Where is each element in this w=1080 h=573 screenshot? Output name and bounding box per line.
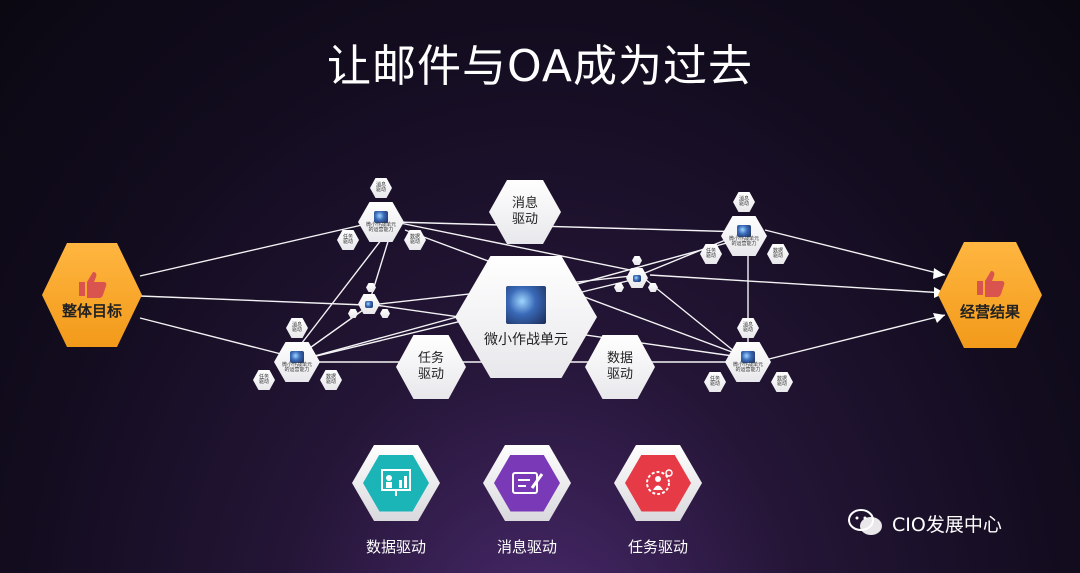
satellite-message: 消息 驱动 bbox=[370, 178, 392, 198]
unit-top-right: 微小作战单元 的运营能力 bbox=[721, 216, 767, 256]
satellite-mini-left bbox=[348, 309, 358, 318]
network-globe-icon bbox=[290, 350, 304, 363]
satellite-task: 任务 驱动 bbox=[700, 244, 722, 264]
network-globe-icon bbox=[737, 224, 751, 237]
network-globe-icon bbox=[506, 285, 546, 324]
message-edit-icon bbox=[512, 472, 544, 494]
satellite-message: 消息 驱动 bbox=[737, 318, 759, 338]
network-globe-icon bbox=[374, 210, 388, 223]
legend-task-drive-hex bbox=[614, 445, 702, 521]
thumbs-up-icon bbox=[79, 271, 107, 298]
message-drive-node: 消息 驱动 bbox=[489, 180, 561, 244]
legend-message-drive-label: 消息驱动 bbox=[496, 538, 557, 556]
satellite-message: 消息 驱动 bbox=[733, 192, 755, 212]
satellite-mini-top bbox=[632, 256, 642, 265]
page-title: 让邮件与OA成为过去 bbox=[327, 41, 753, 92]
watermark: CIO发展中心 bbox=[846, 508, 1002, 538]
satellite-data: 数据 驱动 bbox=[320, 370, 342, 390]
satellite-task: 任务 驱动 bbox=[704, 372, 726, 392]
satellite-mini-left bbox=[614, 283, 624, 292]
satellite-mini-right bbox=[648, 283, 658, 292]
satellite-mini-right bbox=[380, 309, 390, 318]
network-globe-icon bbox=[365, 300, 373, 308]
satellite-mini-top bbox=[366, 283, 376, 292]
data-drive-node: 数据 驱动 bbox=[585, 335, 655, 399]
watermark-text: CIO发展中心 bbox=[892, 513, 1002, 536]
satellite-task: 任务 驱动 bbox=[337, 230, 359, 250]
end-node-label: 经营结果 bbox=[959, 302, 1020, 321]
legend-task-drive-label: 任务驱动 bbox=[627, 538, 688, 556]
network-globe-icon bbox=[633, 274, 641, 282]
gear-person-icon bbox=[646, 469, 673, 495]
start-node-label: 整体目标 bbox=[61, 301, 122, 320]
center-node-label: 微小作战单元 bbox=[484, 331, 568, 348]
satellite-message: 消息 驱动 bbox=[286, 318, 308, 338]
wechat-icon bbox=[848, 509, 882, 535]
unit-mid-right bbox=[626, 268, 648, 288]
network-globe-icon bbox=[741, 350, 755, 363]
unit-mid-left bbox=[358, 294, 380, 314]
presentation-chart-icon bbox=[381, 469, 411, 496]
satellite-data: 数据 驱动 bbox=[767, 244, 789, 264]
satellite-data: 数据 驱动 bbox=[771, 372, 793, 392]
satellite-data: 数据 驱动 bbox=[404, 230, 426, 250]
legend-data-drive-label: 数据驱动 bbox=[365, 538, 426, 556]
thumbs-up-icon bbox=[977, 270, 1005, 297]
satellite-task: 任务 驱动 bbox=[253, 370, 275, 390]
unit-bottom-right: 微小作战单元 的运营能力 bbox=[725, 342, 771, 382]
start-node-overall-goal: 整体目标 bbox=[42, 243, 142, 347]
